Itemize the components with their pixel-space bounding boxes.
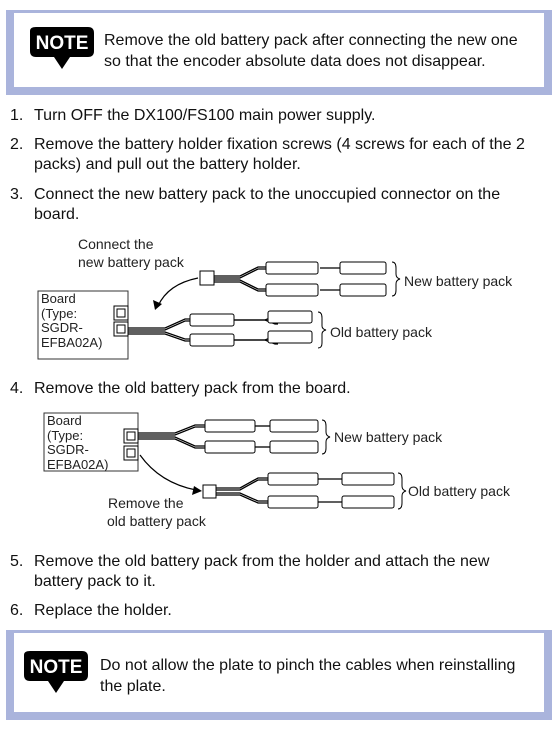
- board-label-line: SGDR-: [41, 320, 83, 335]
- step-number: 5.: [10, 553, 24, 570]
- note-box-top: NOTE Remove the old battery pack after c…: [6, 10, 552, 95]
- board-label: Board (Type: SGDR- EFBA02A): [41, 291, 103, 350]
- step-text: Remove the old battery pack from the boa…: [34, 380, 351, 397]
- figure-connect-drawing: [37, 261, 401, 360]
- note-text: Do not allow the plate to pinch the cabl…: [100, 657, 516, 695]
- note-icon-label: NOTE: [30, 657, 83, 678]
- board-label-line: SGDR-: [47, 442, 89, 457]
- note-icon-label: NOTE: [36, 33, 89, 54]
- connect-label-line-2: new battery pack: [78, 254, 184, 270]
- step-number: 1.: [10, 107, 24, 124]
- figure-remove-old-pack: Board (Type: SGDR- EFBA02A) New battery …: [0, 405, 560, 535]
- new-pack-label: New battery pack: [404, 273, 513, 289]
- note-icon: NOTE: [30, 27, 94, 69]
- old-pack-label: Old battery pack: [330, 324, 432, 340]
- step-text: Remove the old battery pack from the hol…: [34, 553, 490, 590]
- note-text: Remove the old battery pack after connec…: [104, 32, 518, 70]
- step-text: Remove the battery holder fixation screw…: [34, 136, 525, 173]
- step-number: 6.: [10, 602, 24, 619]
- step-text: Turn OFF the DX100/FS100 main power supp…: [34, 107, 376, 124]
- step-number: 3.: [10, 186, 24, 203]
- board-label-line: EFBA02A): [47, 456, 109, 472]
- note-box-bottom: NOTE Do not allow the plate to pinch the…: [6, 630, 552, 720]
- figure-connect-new-pack: Connect the new battery pack New battery…: [0, 232, 560, 362]
- new-pack-label: New battery pack: [334, 429, 443, 445]
- step-text: Replace the holder.: [34, 602, 172, 619]
- step-text: Connect the new battery pack to the unoc…: [34, 186, 501, 223]
- step-number: 4.: [10, 380, 24, 397]
- board-label-line: Board: [47, 413, 82, 428]
- connect-label-line-1: Connect the: [78, 236, 154, 252]
- board-label-line: (Type:: [47, 427, 84, 443]
- remove-label-line-1: Remove the: [108, 495, 184, 511]
- board-label-line: (Type:: [41, 305, 78, 321]
- note-icon: NOTE: [24, 651, 88, 693]
- remove-label-line-2: old battery pack: [107, 513, 206, 529]
- board-label-line: Board: [41, 291, 76, 306]
- board-label-line: EFBA02A): [41, 334, 103, 350]
- old-pack-label: Old battery pack: [408, 483, 510, 499]
- board-label: Board (Type: SGDR- EFBA02A): [47, 413, 109, 472]
- figure-remove-drawing: [43, 412, 407, 510]
- step-number: 2.: [10, 136, 24, 153]
